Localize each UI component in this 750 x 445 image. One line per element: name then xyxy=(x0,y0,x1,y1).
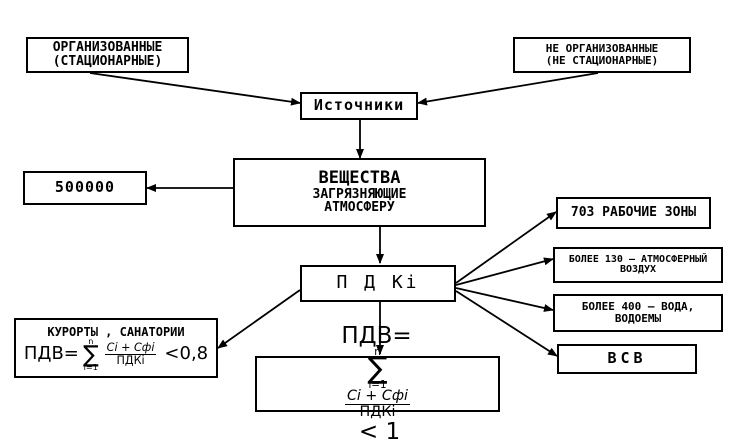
atmospheric-air-box: БОЛЕЕ 130 – АТМОСФЕРНЫЙ ВОЗДУХ xyxy=(553,247,723,283)
resorts-fraction: Ci + Cфi ПДКi xyxy=(104,341,157,367)
resorts-sum-sign: n ∑ i=1 xyxy=(82,336,99,372)
organized-sources-box: ОРГАНИЗОВАННЫЕ (СТАЦИОНАРНЫЕ) xyxy=(26,37,189,73)
water-line1: БОЛЕЕ 400 – ВОДА, xyxy=(581,300,695,314)
main-formula-lhs: ПДВ= xyxy=(341,323,412,350)
resorts-formula-lhs: ПДВ= xyxy=(23,342,79,364)
arrow-pdk-to-work-zone xyxy=(455,211,557,284)
arrow-pdk-to-vsv xyxy=(455,290,558,357)
arrow-pdk-to-water xyxy=(455,287,554,312)
resorts-formula: ПДВ= n ∑ i=1 Ci + Cфi ПДКi <0,8 xyxy=(23,336,209,372)
sources-label: Источники xyxy=(313,96,405,115)
sigma-icon: ∑ xyxy=(82,339,99,368)
work-zone-box: 703 РАБОЧИЕ ЗОНЫ xyxy=(556,197,711,229)
main-sum-bottom: i=1 xyxy=(368,378,387,391)
connector-layer xyxy=(89,72,599,357)
arrow-unorganized-to-sources xyxy=(417,72,599,106)
organized-line2: (СТАЦИОНАРНЫЕ) xyxy=(52,54,163,69)
sources-box: Источники xyxy=(300,92,418,120)
main-formula-rhs: < 1 xyxy=(358,418,401,445)
substances-line2: ЗАГРЯЗНЯЮЩИЕ xyxy=(312,186,407,202)
vsv-label: ВСВ xyxy=(607,349,647,368)
work-zone-label: 703 РАБОЧИЕ ЗОНЫ xyxy=(570,205,697,221)
main-denominator: ПДКi xyxy=(359,403,396,420)
diagram-canvas: ОРГАНИЗОВАННЫЕ (СТАЦИОНАРНЫЕ) НЕ ОРГАНИЗ… xyxy=(14,37,723,444)
resorts-title: КУРОРТЫ , САНАТОРИИ xyxy=(47,324,185,339)
organized-line1: ОРГАНИЗОВАННЫЕ xyxy=(52,40,163,56)
air-line2: ВОЗДУХ xyxy=(619,264,657,275)
unorganized-line2: (НЕ СТАЦИОНАРНЫЕ) xyxy=(545,54,659,67)
arrow-pdk-to-resorts xyxy=(217,289,301,349)
substance-count-label: 500000 xyxy=(54,178,116,197)
water-box: БОЛЕЕ 400 – ВОДА, ВОДОЕМЫ xyxy=(553,294,723,332)
unorganized-line1: НЕ ОРГАНИЗОВАННЫЕ xyxy=(545,42,659,56)
main-numerator: Ci + Cфi xyxy=(344,387,410,405)
substances-line3: АТМОСФЕРУ xyxy=(324,200,395,216)
resorts-denominator: ПДКi xyxy=(116,353,145,367)
arrow-organized-to-sources xyxy=(89,72,301,106)
resorts-formula-rhs: <0,8 xyxy=(164,342,209,364)
pdk-box: П Д Кi xyxy=(300,265,456,302)
main-fraction: Ci + Cфi ПДКi xyxy=(344,387,410,420)
resorts-sum-bottom: i=1 xyxy=(83,361,98,372)
vsv-box: ВСВ xyxy=(557,344,697,374)
resorts-numerator: Ci + Cфi xyxy=(104,341,157,355)
water-line2: ВОДОЕМЫ xyxy=(614,312,662,325)
pdk-label: П Д Кi xyxy=(336,272,420,294)
substances-box: ВЕЩЕСТВА ЗАГРЯЗНЯЮЩИЕ АТМОСФЕРУ xyxy=(233,158,486,227)
substances-line1: ВЕЩЕСТВА xyxy=(318,167,401,188)
main-formula-box: ПДВ= n ∑ i=1 Ci + Cфi ПДКi < 1 xyxy=(255,324,500,444)
arrow-pdk-to-air xyxy=(455,257,554,286)
substance-count-box: 500000 xyxy=(23,171,147,205)
main-sum-top: n xyxy=(374,346,381,359)
unorganized-sources-box: НЕ ОРГАНИЗОВАННЫЕ (НЕ СТАЦИОНАРНЫЕ) xyxy=(513,37,691,73)
sigma-icon: ∑ xyxy=(367,350,388,386)
main-sum-sign: n ∑ i=1 xyxy=(367,346,388,391)
resorts-sum-top: n xyxy=(88,336,94,347)
resorts-box: КУРОРТЫ , САНАТОРИИ ПДВ= n ∑ i=1 Ci + Cф… xyxy=(14,318,218,378)
air-line1: БОЛЕЕ 130 – АТМОСФЕРНЫЙ xyxy=(568,253,708,265)
